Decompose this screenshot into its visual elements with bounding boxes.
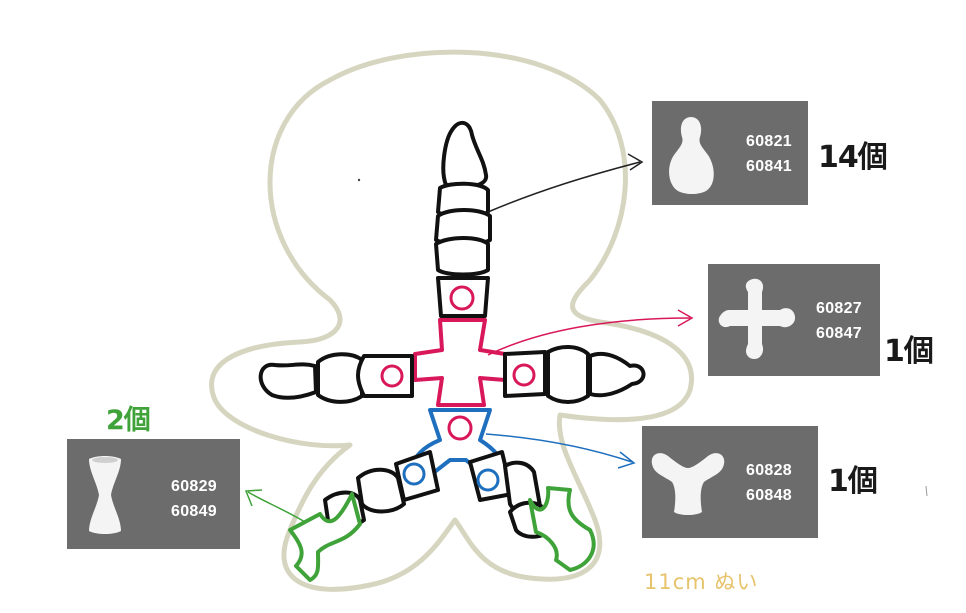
cross-part-card: 60827 60847 <box>708 264 880 376</box>
arrow-to-y-card-tip <box>617 451 636 469</box>
spool-part-quantity: 2個 <box>106 405 151 436</box>
head-part-code-1: 60821 <box>746 133 792 150</box>
arrow-to-cross-card-tip <box>677 309 694 327</box>
spool-part-code-1: 60829 <box>171 478 217 495</box>
cross-part-code-1: 60827 <box>816 300 862 317</box>
cross-connector-icon <box>718 278 796 360</box>
top-arm-hole <box>449 285 475 311</box>
spool-connector-icon <box>89 456 121 534</box>
y-connector-icon <box>651 453 725 515</box>
arrow-to-head-card <box>487 161 641 213</box>
spool-part-code-2: 60849 <box>171 503 217 520</box>
arrow-to-spool-card-tip <box>244 489 263 507</box>
arrow-to-cross-card <box>487 317 691 356</box>
head-part-code-2: 60841 <box>746 158 792 175</box>
head-part-card: 60821 60841 <box>652 101 808 205</box>
y-part-card: 60828 60848 <box>642 426 818 538</box>
y-part-code-2: 60848 <box>746 487 792 504</box>
top-arm-beads <box>434 120 492 318</box>
left-leg-spool <box>288 492 362 582</box>
stray-mark <box>925 485 928 497</box>
cross-part-quantity: 1個 <box>884 334 934 369</box>
arrow-to-spool-card <box>247 491 306 523</box>
size-note: 11cm ぬい <box>644 570 759 594</box>
left-arm-hole <box>380 364 404 388</box>
plush-body-outline <box>209 49 694 592</box>
left-leg-hole <box>402 462 426 486</box>
y-part-code-1: 60828 <box>746 462 792 479</box>
right-leg-spool <box>528 486 596 572</box>
spool-part-card: 60829 60849 <box>67 439 240 549</box>
head-part-quantity: 14個 <box>818 140 888 175</box>
bead-gourd-icon <box>669 117 714 194</box>
y-connector-hole <box>447 415 473 441</box>
y-part-quantity: 1個 <box>828 464 878 499</box>
y-part-codes: 60828 60848 <box>746 458 792 508</box>
arrow-to-y-card <box>485 433 633 463</box>
right-arm-hole <box>512 363 536 387</box>
arrow-to-head-card-tip <box>627 153 644 171</box>
right-leg-hole <box>476 468 500 492</box>
stray-dot <box>357 178 361 182</box>
cross-connector-outline <box>413 318 507 407</box>
right-arm-beads <box>503 345 646 404</box>
left-arm-beads <box>258 352 414 404</box>
spool-part-codes: 60829 60849 <box>171 474 217 524</box>
cross-part-code-2: 60847 <box>816 325 862 342</box>
head-part-codes: 60821 60841 <box>746 129 792 179</box>
cross-part-codes: 60827 60847 <box>816 296 862 346</box>
